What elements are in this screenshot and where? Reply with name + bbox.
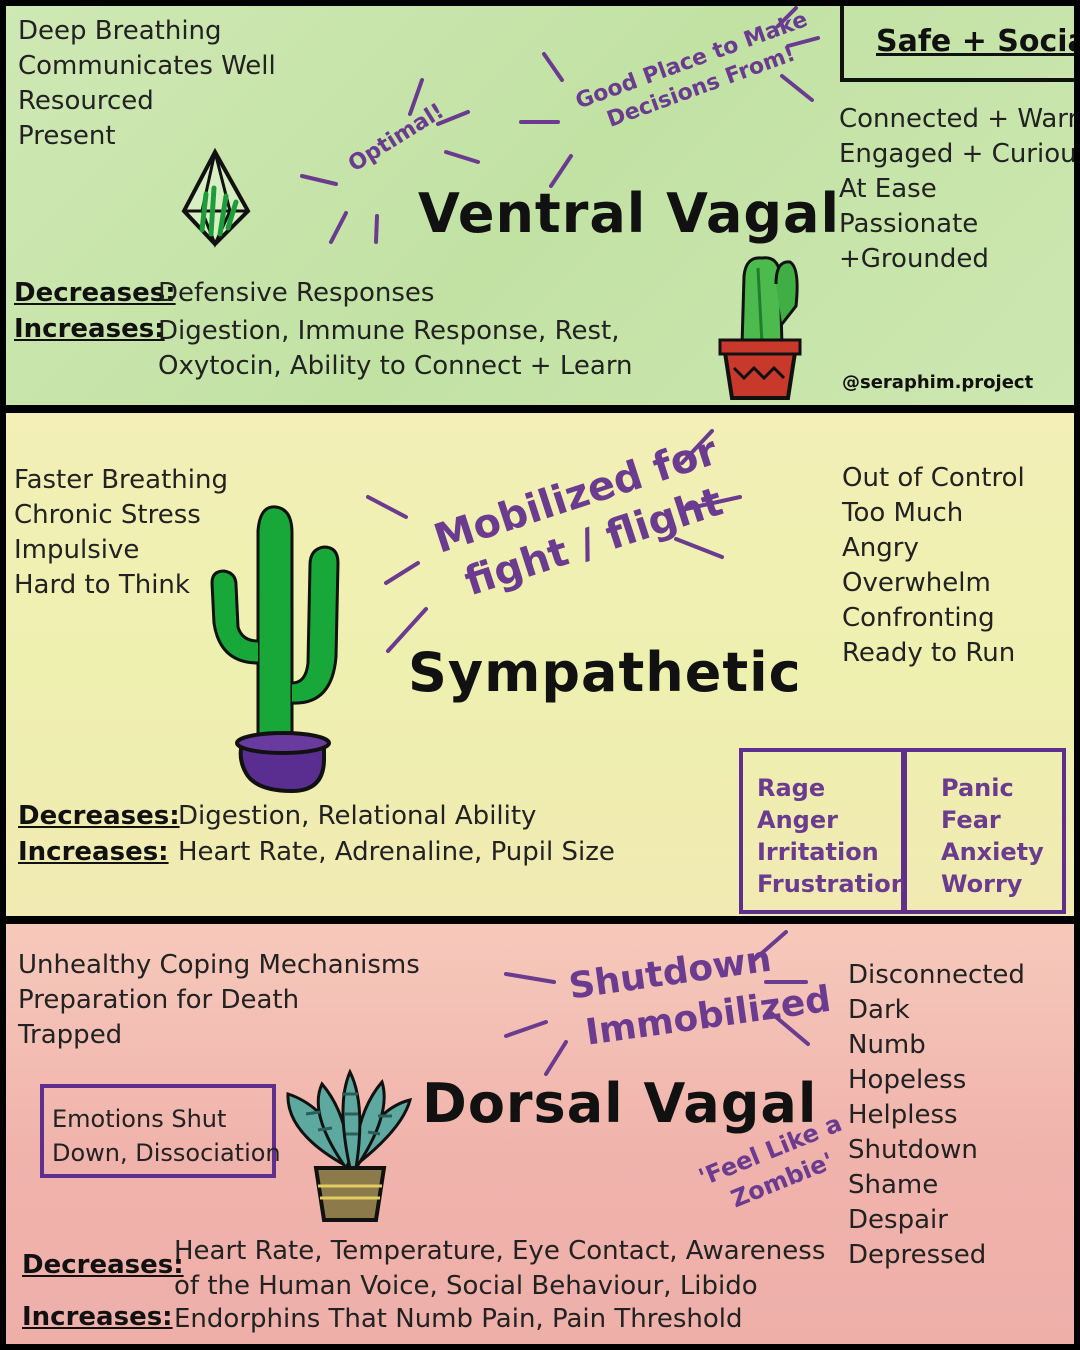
box-line: Emotions Shut (52, 1105, 227, 1133)
sympathetic-increases-value: Heart Rate, Adrenaline, Pupil Size (178, 837, 615, 867)
list-item: Passionate (839, 209, 979, 239)
list-item: Faster Breathing (14, 465, 228, 495)
fear-emotions-box: Panic Fear Anxiety Worry (903, 748, 1066, 914)
dorsal-decreases-value: Heart Rate, Temperature, Eye Contact, Aw… (174, 1234, 825, 1304)
list-item: Worry (941, 870, 1023, 898)
list-item: Shutdown (848, 1135, 978, 1165)
ventral-increases-value: Digestion, Immune Response, Rest, Oxytoc… (158, 314, 633, 384)
saguaro-cactus-pot-icon (210, 505, 340, 794)
dorsal-right-list: Disconnected Dark Numb Hopeless Helpless… (848, 958, 1025, 1273)
ventral-decreases-value: Defensive Responses (158, 278, 435, 308)
list-item: +Grounded (839, 244, 989, 274)
emotion-list: Rage Anger Irritation Frustration (757, 772, 908, 900)
list-item: Connected + Warm (839, 104, 1074, 134)
list-item: Communicates Well (18, 51, 276, 81)
crystal-terrarium-icon (181, 147, 251, 248)
ventral-title: Ventral Vagal (418, 182, 840, 245)
list-item: Despair (848, 1205, 948, 1235)
list-item: Resourced (18, 86, 154, 116)
list-item: Depressed (848, 1240, 987, 1270)
box-text: Emotions Shut Down, Dissociation (52, 1102, 281, 1170)
box-line: Down, Dissociation (52, 1139, 281, 1167)
succulent-pot-icon (286, 1068, 413, 1222)
badge-frame (840, 6, 1074, 82)
ventral-callout-dashes (300, 6, 820, 244)
list-item: Engaged + Curious (839, 139, 1074, 169)
list-item: Irritation (757, 838, 879, 866)
dorsal-increases-label: Increases: (22, 1302, 173, 1332)
list-item: Too Much (842, 498, 964, 528)
dorsal-vagal-panel: Unhealthy Coping Mechanisms Preparation … (6, 924, 1074, 1344)
dorsal-increases-value: Endorphins That Numb Pain, Pain Threshol… (174, 1304, 743, 1334)
small-cactus-pot-icon (718, 256, 802, 400)
list-item: Unhealthy Coping Mechanisms (18, 950, 420, 980)
list-item: Dark (848, 995, 910, 1025)
dorsal-left-list: Unhealthy Coping Mechanisms Preparation … (18, 948, 420, 1053)
ventral-left-list: Deep Breathing Communicates Well Resourc… (18, 14, 276, 154)
dorsal-title: Dorsal Vagal (422, 1072, 818, 1135)
list-item: Anger (757, 806, 838, 834)
list-item: Ready to Run (842, 638, 1016, 668)
list-item: Preparation for Death (18, 985, 300, 1015)
badge-label: Safe + Social (876, 24, 1074, 59)
list-item: Deep Breathing (18, 16, 222, 46)
ventral-right-list: Connected + Warm Engaged + Curious At Ea… (839, 102, 1074, 277)
list-item: Impulsive (14, 535, 140, 565)
list-item: Trapped (18, 1020, 123, 1050)
list-item: Anxiety (941, 838, 1044, 866)
dorsal-decreases-label: Decreases: (22, 1250, 184, 1280)
list-item: Rage (757, 774, 826, 802)
list-item: Numb (848, 1030, 926, 1060)
list-item: Overwhelm (842, 568, 991, 598)
sympathetic-title: Sympathetic (408, 641, 802, 704)
value-line: Oxytocin, Ability to Connect + Learn (158, 351, 633, 381)
sympathetic-increases-label: Increases: (18, 837, 169, 867)
list-item: Hard to Think (14, 570, 190, 600)
ventral-increases-label: Increases: (14, 314, 165, 344)
sympathetic-right-list: Out of Control Too Much Angry Overwhelm … (842, 461, 1025, 671)
ventral-vagal-panel: Deep Breathing Communicates Well Resourc… (6, 6, 1074, 405)
sympathetic-left-list: Faster Breathing Chronic Stress Impulsiv… (14, 463, 228, 603)
dorsal-callout-dashes (504, 930, 810, 1076)
sympathetic-decreases-label: Decreases: (18, 801, 180, 831)
list-item: At Ease (839, 174, 937, 204)
emotions-shut-down-box: Emotions Shut Down, Dissociation (40, 1084, 281, 1178)
list-item: Confronting (842, 603, 995, 633)
value-line: Heart Rate, Temperature, Eye Contact, Aw… (174, 1236, 826, 1266)
value-line: Digestion, Immune Response, Rest, (158, 316, 620, 346)
sympathetic-panel: Faster Breathing Chronic Stress Impulsiv… (6, 413, 1074, 916)
author-handle: @seraphim.project (842, 372, 1034, 393)
emotion-list: Panic Fear Anxiety Worry (941, 772, 1062, 900)
value-line: of the Human Voice, Social Behaviour, Li… (174, 1271, 758, 1301)
list-item: Chronic Stress (14, 500, 201, 530)
list-item: Panic (941, 774, 1014, 802)
list-item: Angry (842, 533, 919, 563)
list-item: Present (18, 121, 116, 151)
list-item: Fear (941, 806, 1001, 834)
list-item: Out of Control (842, 463, 1025, 493)
ventral-decreases-label: Decreases: (14, 278, 176, 308)
list-item: Disconnected (848, 960, 1025, 990)
list-item: Hopeless (848, 1065, 967, 1095)
list-item: Helpless (848, 1100, 958, 1130)
sympathetic-decreases-value: Digestion, Relational Ability (178, 801, 537, 831)
list-item: Frustration (757, 870, 908, 898)
anger-emotions-box: Rage Anger Irritation Frustration (739, 748, 908, 914)
sympathetic-callout-dashes (366, 429, 742, 653)
list-item: Shame (848, 1170, 939, 1200)
